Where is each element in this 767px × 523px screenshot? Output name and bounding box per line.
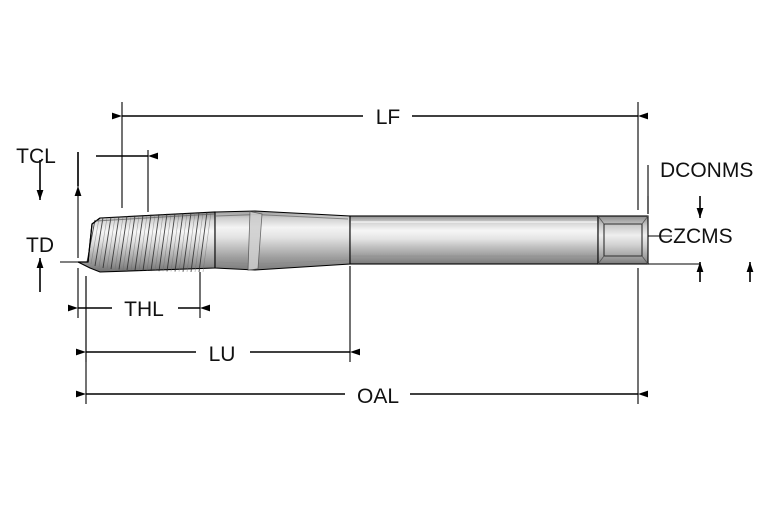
tap-tool-body: [77, 210, 649, 273]
dimension-lines: [36, 102, 754, 404]
dimension-labels: LF TCL DCONMS TD CZCMS THL LU OAL: [16, 106, 753, 408]
label-tcl: TCL: [16, 145, 56, 168]
dimension-czcms: [648, 235, 754, 282]
dimension-tcl: [74, 150, 158, 258]
dimension-lf: [112, 102, 648, 210]
label-czcms: CZCMS: [658, 225, 733, 248]
label-oal: OAL: [357, 385, 399, 408]
dimension-thl: [68, 268, 210, 318]
dimension-oal: [76, 268, 648, 404]
label-dconms: DCONMS: [660, 159, 753, 182]
threaded-section: [77, 211, 216, 273]
flute-runout-section: [214, 210, 351, 271]
dimension-td: [36, 160, 78, 292]
label-lf: LF: [376, 106, 401, 129]
dimension-dconms: [647, 165, 704, 218]
square-drive-end: [597, 215, 649, 265]
label-thl: THL: [124, 298, 164, 321]
shank-section: [349, 215, 599, 265]
label-lu: LU: [209, 343, 236, 366]
label-td: TD: [26, 234, 54, 257]
